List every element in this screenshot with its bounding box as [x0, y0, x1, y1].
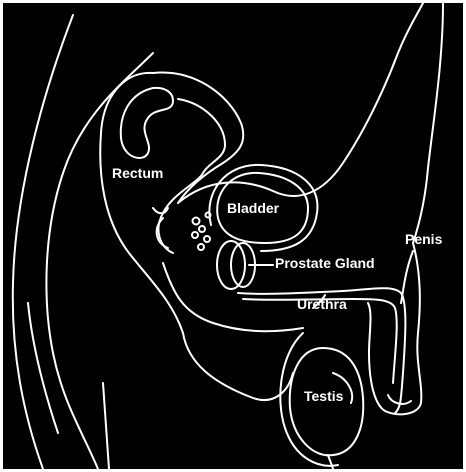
- label-testis: Testis: [304, 388, 343, 404]
- seminal-vesicle-3: [192, 232, 198, 238]
- penis-outline: [368, 243, 421, 414]
- label-penis: Penis: [405, 231, 442, 247]
- perineum-curve: [163, 263, 303, 331]
- rectum-inner-fold-right: [158, 99, 225, 253]
- spine-line: [28, 303, 58, 433]
- label-bladder: Bladder: [227, 200, 279, 216]
- abdomen-outline-right: [413, 3, 443, 243]
- seminal-vesicle-5: [198, 244, 204, 250]
- rectum-canal: [153, 208, 168, 248]
- label-rectum: Rectum: [112, 165, 163, 181]
- diagram-panel: Rectum Bladder Prostate Gland Penis Uret…: [3, 3, 463, 469]
- back-outline-outer: [13, 15, 73, 469]
- anatomy-illustration: [3, 3, 463, 469]
- seminal-vesicle-6: [206, 213, 211, 218]
- label-urethra: Urethra: [297, 296, 347, 312]
- seminal-vesicle-1: [193, 218, 200, 225]
- seminal-vesicle-2: [199, 226, 205, 232]
- rectum-inner-fold: [121, 88, 173, 158]
- back-outline-inner: [46, 53, 153, 469]
- leg-line-right: [328, 455, 333, 469]
- seminal-vesicle-4: [204, 236, 210, 242]
- penis-pointer-line: [401, 251, 413, 303]
- leg-line-left: [103, 383, 109, 469]
- abdomen-outline: [178, 3, 423, 203]
- label-prostate-gland: Prostate Gland: [275, 255, 375, 271]
